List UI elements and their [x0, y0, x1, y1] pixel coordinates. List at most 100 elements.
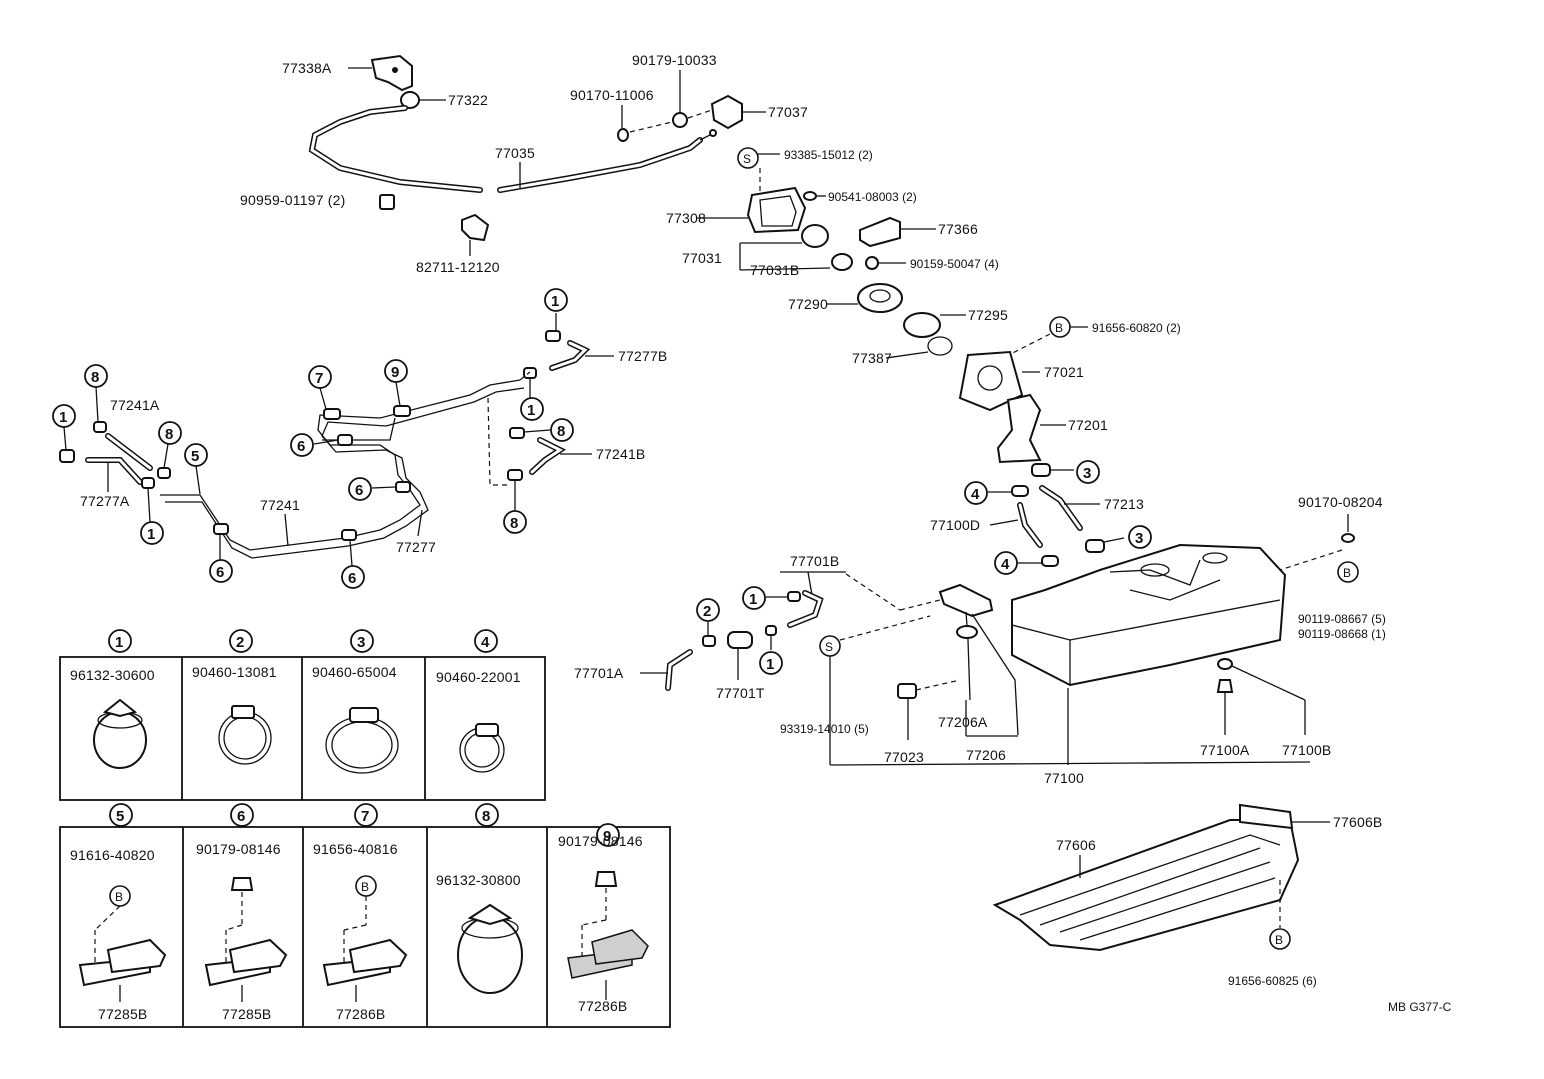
- callout-8-d: 8: [510, 515, 518, 532]
- label-77277a: 77277A: [80, 493, 130, 509]
- label-93319: 93319-14010 (5): [780, 722, 869, 736]
- label-77037: 77037: [768, 104, 808, 120]
- label-77241: 77241: [260, 497, 300, 513]
- clamp-7-part: 91656-40816: [313, 841, 398, 857]
- plate-77037-shape: [710, 94, 743, 130]
- screw-90159-shape: [865, 256, 879, 270]
- hose-77277a-shape: [85, 457, 143, 485]
- clamp-3-number: 3: [357, 634, 365, 651]
- clamp-1-number: 1: [115, 634, 123, 651]
- label-77277: 77277: [396, 539, 436, 555]
- clamp-8-part: 96132-30800: [436, 872, 521, 888]
- clamp-4-cell: 4 90460-22001: [436, 629, 521, 773]
- callout-1-c: 1: [551, 293, 559, 310]
- cable-assembly: 77338A 77322 77035 90959-01197 (2) 82711…: [240, 52, 808, 275]
- clamp-9-cell: 9 90179-08146 77286B: [558, 823, 649, 1014]
- filter-77701t-shape: [727, 631, 753, 649]
- label-77100a: 77100A: [1200, 742, 1250, 758]
- fuel-tank-77100-shape: [1011, 543, 1287, 687]
- clamp-7-cell: 7 91656-40816 B 77286B: [313, 803, 408, 1022]
- clamp-table: 1 96132-30600 2 90460-13081 3 90460-6500…: [59, 629, 671, 1028]
- label-90170-08204: 90170-08204: [1298, 494, 1383, 510]
- sender-77023-shape: [897, 683, 917, 699]
- clamp-4-number: 4: [481, 634, 490, 651]
- sender-assembly: 77701B 77206A 77206 77023 S 93319-14010 …: [574, 553, 1019, 765]
- clamp-2-number: 2: [236, 634, 244, 651]
- clamp-6-cell: 6 90179-08146 77285B: [196, 803, 288, 1022]
- clamp-8-cell: 8 96132-30800: [436, 803, 523, 994]
- clamp-6-sub: 77285B: [222, 1006, 271, 1022]
- label-77031b: 77031B: [750, 262, 799, 278]
- nut-90179-10033-shape: [672, 112, 688, 128]
- b-mark-letter-1: B: [1055, 321, 1063, 335]
- callout-6-d: 6: [348, 570, 356, 587]
- label-77241b: 77241B: [596, 446, 645, 462]
- label-90159: 90159-50047 (4): [910, 257, 999, 271]
- clamp-table-row2: [59, 826, 671, 1028]
- plate-77021-shape: [958, 350, 1024, 412]
- label-90119-08667: 90119-08667 (5): [1298, 612, 1386, 626]
- label-77338a: 77338A: [282, 60, 332, 76]
- clamp-5-cell: 5 91616-40820 B 77285B: [70, 803, 167, 1022]
- bracket-77606b-shape: [1239, 803, 1294, 830]
- pipe-77241-line: [160, 379, 521, 551]
- cable-77035-left: [308, 105, 483, 193]
- label-77023: 77023: [884, 749, 924, 765]
- housing-77290-shape: [857, 283, 903, 313]
- oring-77387-shape: [927, 336, 953, 356]
- b-mark-letter-2: B: [1343, 566, 1351, 580]
- label-77035: 77035: [495, 145, 535, 161]
- label-77213: 77213: [1104, 496, 1144, 512]
- bracket-77338a-shape: [370, 54, 413, 92]
- seal-77295-shape: [903, 312, 941, 338]
- label-77701t: 77701T: [716, 685, 765, 701]
- clamp-8-drawing: [457, 916, 523, 994]
- bracket-hole: [392, 67, 398, 73]
- clamp-9-number: 9: [603, 828, 611, 845]
- callout-6-b: 6: [355, 482, 363, 499]
- label-91656-60820: 91656-60820 (2): [1092, 321, 1181, 335]
- callout-4-b: 4: [1001, 556, 1010, 573]
- label-90541: 90541-08003 (2): [828, 190, 917, 204]
- callout-6-c: 6: [216, 564, 224, 581]
- callout-5-a: 5: [191, 448, 199, 465]
- label-77387: 77387: [852, 350, 892, 366]
- label-77241a: 77241A: [110, 397, 160, 413]
- label-77277b: 77277B: [618, 348, 667, 364]
- b-mark-letter-3: B: [1275, 933, 1283, 947]
- clamp-9-sub: 77286B: [578, 998, 627, 1014]
- label-77100b: 77100B: [1282, 742, 1331, 758]
- screw-90541-shape: [803, 191, 817, 201]
- label-93385: 93385-15012 (2): [784, 148, 873, 162]
- clamp-5-part: 91616-40820: [70, 847, 155, 863]
- label-90170-11006: 90170-11006: [570, 87, 654, 103]
- clamp-7-number: 7: [361, 808, 369, 825]
- diagram-code: MB G377-C: [1388, 1000, 1452, 1014]
- label-90179-10033: 90179-10033: [632, 52, 717, 68]
- clamp-8-number: 8: [482, 808, 490, 825]
- neck-77201-shape: [996, 393, 1042, 464]
- label-77206: 77206: [966, 747, 1006, 763]
- label-77031: 77031: [682, 250, 722, 266]
- callout-2-a: 2: [703, 603, 711, 620]
- clamp-4-part: 90460-22001: [436, 669, 521, 685]
- callout-8-b: 8: [165, 426, 173, 443]
- callout-1-f: 1: [749, 591, 757, 608]
- label-77290: 77290: [788, 296, 828, 312]
- label-77366: 77366: [938, 221, 978, 237]
- callout-3-b: 3: [1135, 530, 1143, 547]
- label-77100d: 77100D: [930, 517, 980, 533]
- label-77606: 77606: [1056, 837, 1096, 853]
- clamp-9-part: 90179-08146: [558, 833, 643, 849]
- callout-1-g: 1: [766, 656, 774, 673]
- clamp-2-part: 90460-13081: [192, 664, 277, 680]
- clamp-5-sub: 77285B: [98, 1006, 147, 1022]
- callout-4-a: 4: [971, 486, 980, 503]
- clamp-3-drawing: [325, 716, 399, 774]
- label-77701a: 77701A: [574, 665, 624, 681]
- clamp-7-b-letter: B: [361, 880, 369, 894]
- washer-90170-11006-shape: [617, 128, 629, 142]
- cap-77031-shape: [801, 224, 829, 248]
- label-77322: 77322: [448, 92, 488, 108]
